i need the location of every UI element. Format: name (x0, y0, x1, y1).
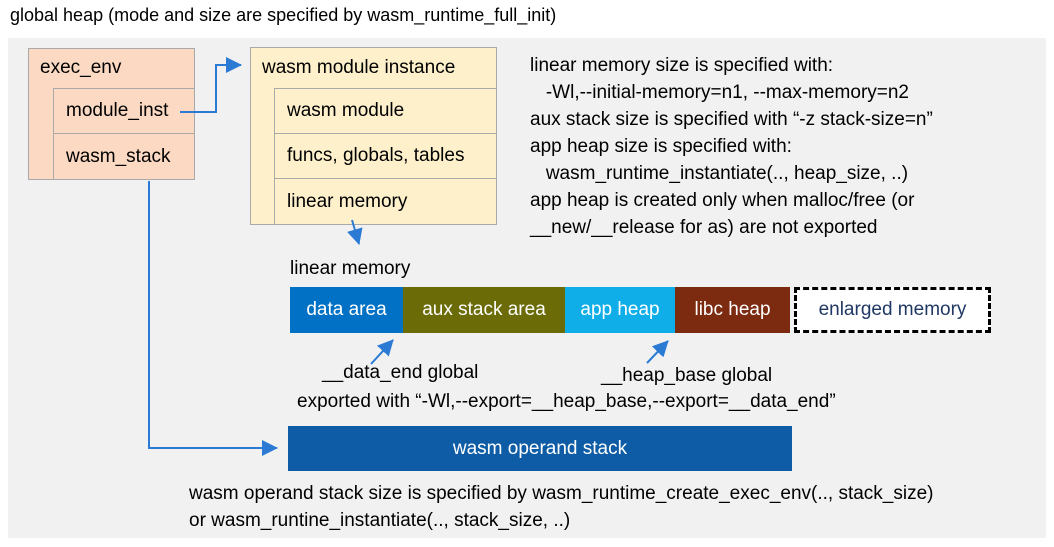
note-line: __new/__release for as) are not exported (530, 217, 878, 238)
segment-aux-stack-area: aux stack area (403, 287, 565, 333)
segment-libc-heap: libc heap (675, 287, 790, 333)
note-line: linear memory size is specified with: (530, 55, 834, 76)
funcs-globals-tables-row: funcs, globals, tables (274, 133, 497, 179)
diagram-title: global heap (mode and size are specified… (10, 5, 557, 25)
note-line: -Wl,--initial-memory=n1, --max-memory=n2 (530, 82, 909, 103)
operand-stack-notes: wasm operand stack size is specified by … (189, 480, 934, 534)
wasm-module-instance-label: wasm module instance (262, 56, 456, 78)
segment-app-heap: app heap (565, 287, 675, 333)
exec-env-label: exec_env (40, 57, 122, 78)
note-line: or wasm_runtine_instantiate(.., stack_si… (189, 510, 571, 531)
linear-memory-bar-label: linear memory (290, 258, 411, 279)
module-inst-box: module_inst (53, 88, 195, 134)
segment-enlarged-memory: enlarged memory (794, 287, 991, 333)
segment-data-area: data area (290, 287, 403, 333)
wasm-stack-box: wasm_stack (53, 133, 195, 180)
note-line: wasm_runtime_instantiate(.., heap_size, … (530, 163, 909, 184)
heap-base-global-label: __heap_base global (601, 365, 773, 386)
linear-memory-row: linear memory (274, 178, 497, 225)
linear-memory-notes: linear memory size is specified with: -W… (530, 52, 933, 241)
note-line: aux stack size is specified with “-z sta… (530, 109, 933, 130)
exported-with-label: exported with “-Wl,--export=__heap_base,… (297, 391, 836, 412)
note-line: wasm operand stack size is specified by … (189, 483, 934, 504)
wasm-module-row: wasm module (274, 88, 497, 134)
data-end-global-label: __data_end global (322, 362, 479, 383)
wasm-operand-stack-bar: wasm operand stack (288, 426, 792, 471)
note-line: app heap is created only when malloc/fre… (530, 190, 915, 211)
note-line: app heap size is specified with: (530, 136, 792, 157)
